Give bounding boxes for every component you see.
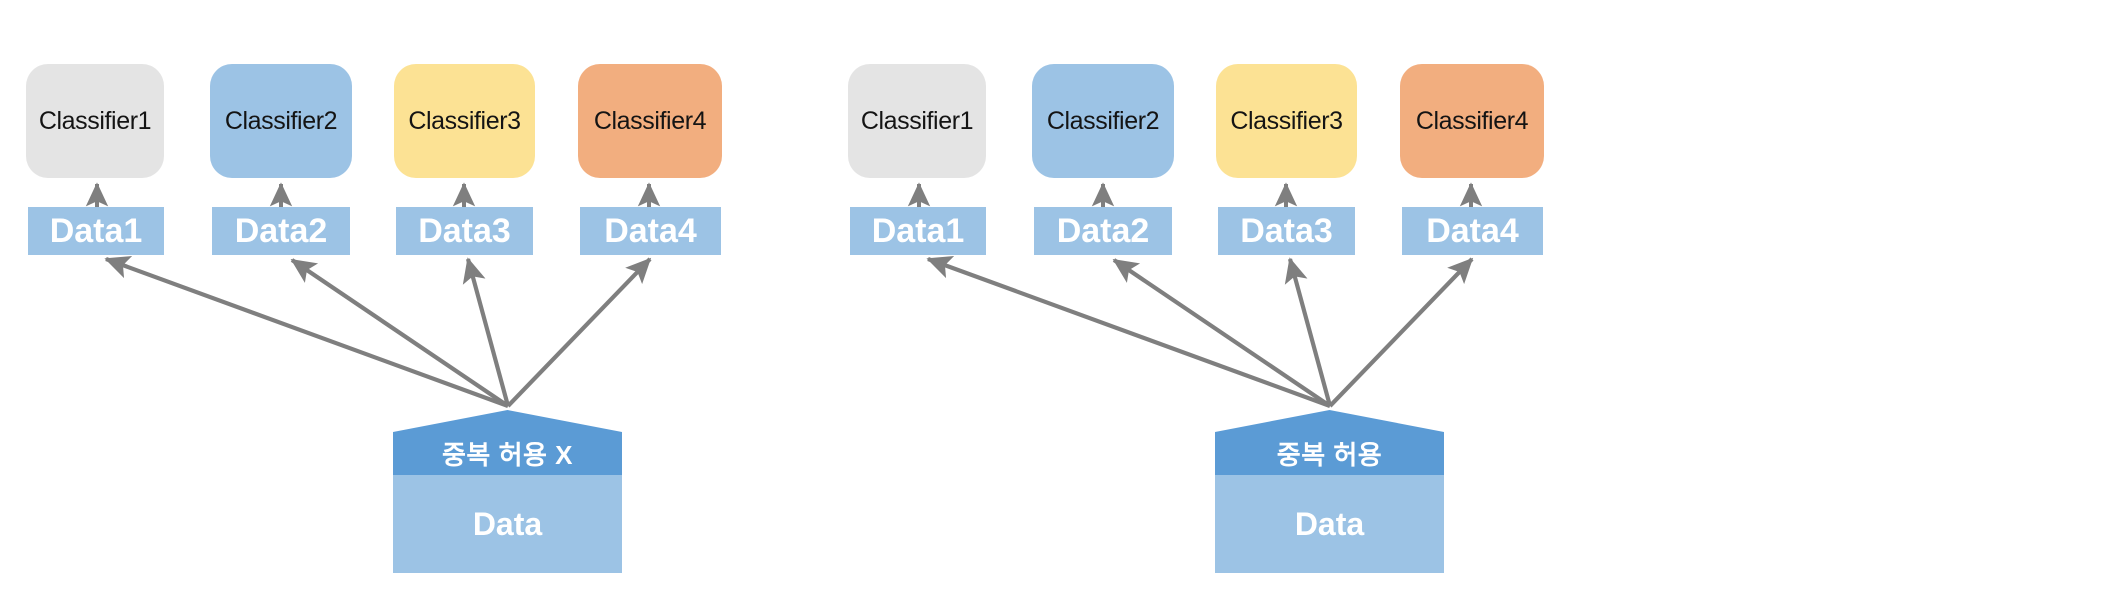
classifier-label: Classifier1 bbox=[38, 106, 152, 135]
classifier-label: Classifier4 bbox=[593, 106, 707, 135]
data-subset-bar-2[interactable]: Data2 bbox=[1034, 207, 1172, 255]
classifier-box-4[interactable]: Classifier4 bbox=[1400, 64, 1544, 178]
data-subset-label: Data1 bbox=[871, 211, 965, 250]
source-box-body: Data bbox=[1215, 475, 1444, 573]
data-subset-bar-4[interactable]: Data4 bbox=[580, 207, 721, 255]
data-subset-bar-1[interactable]: Data1 bbox=[28, 207, 164, 255]
source-box-chevron-cap bbox=[393, 410, 622, 432]
source-box-header: 중복 허용 bbox=[1215, 432, 1444, 475]
no-replacement-group: Classifier1 Classifier2 Classifier3 Clas… bbox=[26, 64, 722, 573]
source-box-chevron-cap bbox=[1215, 410, 1444, 432]
data-subset-label: Data4 bbox=[604, 211, 697, 250]
data-subset-label: Data2 bbox=[234, 211, 328, 250]
classifier-box-2[interactable]: Classifier2 bbox=[210, 64, 352, 178]
classifier-label: Classifier3 bbox=[408, 106, 521, 135]
source-box-header: 중복 허용 X bbox=[393, 432, 622, 475]
source-box-body-label: Data bbox=[1294, 505, 1365, 542]
classifier-label: Classifier2 bbox=[1046, 106, 1160, 135]
data-subset-bar-3[interactable]: Data3 bbox=[396, 207, 533, 255]
source-data-box[interactable]: 중복 허용 X Data bbox=[393, 410, 622, 573]
data-subset-bar-1[interactable]: Data1 bbox=[850, 207, 986, 255]
data-subset-label: Data3 bbox=[1240, 211, 1333, 250]
classifier-label: Classifier1 bbox=[860, 106, 974, 135]
classifier-box-4[interactable]: Classifier4 bbox=[578, 64, 722, 178]
with-replacement-group: Classifier1 Classifier2 Classifier3 Clas… bbox=[822, 0, 1882, 606]
source-box-header-label: 중복 허용 X bbox=[442, 440, 573, 470]
source-box-header-label: 중복 허용 bbox=[1276, 440, 1383, 470]
data-subset-bar-2[interactable]: Data2 bbox=[212, 207, 350, 255]
classifier-box-1[interactable]: Classifier1 bbox=[26, 64, 164, 178]
data-subset-bar-3[interactable]: Data3 bbox=[1218, 207, 1355, 255]
classifier-label: Classifier3 bbox=[1230, 106, 1343, 135]
classifier-label: Classifier2 bbox=[224, 106, 338, 135]
classifier-box-3[interactable]: Classifier3 bbox=[1216, 64, 1357, 178]
source-data-box[interactable]: 중복 허용 Data bbox=[1215, 410, 1444, 573]
data-subset-label: Data1 bbox=[49, 211, 143, 250]
classifier-box-1[interactable]: Classifier1 bbox=[848, 64, 986, 178]
classifier-label: Classifier4 bbox=[1415, 106, 1529, 135]
data-subset-bar-4[interactable]: Data4 bbox=[1402, 207, 1543, 255]
data-subset-label: Data2 bbox=[1056, 211, 1150, 250]
source-box-body-label: Data bbox=[472, 505, 543, 542]
classifier-box-3[interactable]: Classifier3 bbox=[394, 64, 535, 178]
data-subset-label: Data3 bbox=[418, 211, 511, 250]
source-box-body: Data bbox=[393, 475, 622, 573]
classifier-box-2[interactable]: Classifier2 bbox=[1032, 64, 1174, 178]
data-subset-label: Data4 bbox=[1426, 211, 1519, 250]
